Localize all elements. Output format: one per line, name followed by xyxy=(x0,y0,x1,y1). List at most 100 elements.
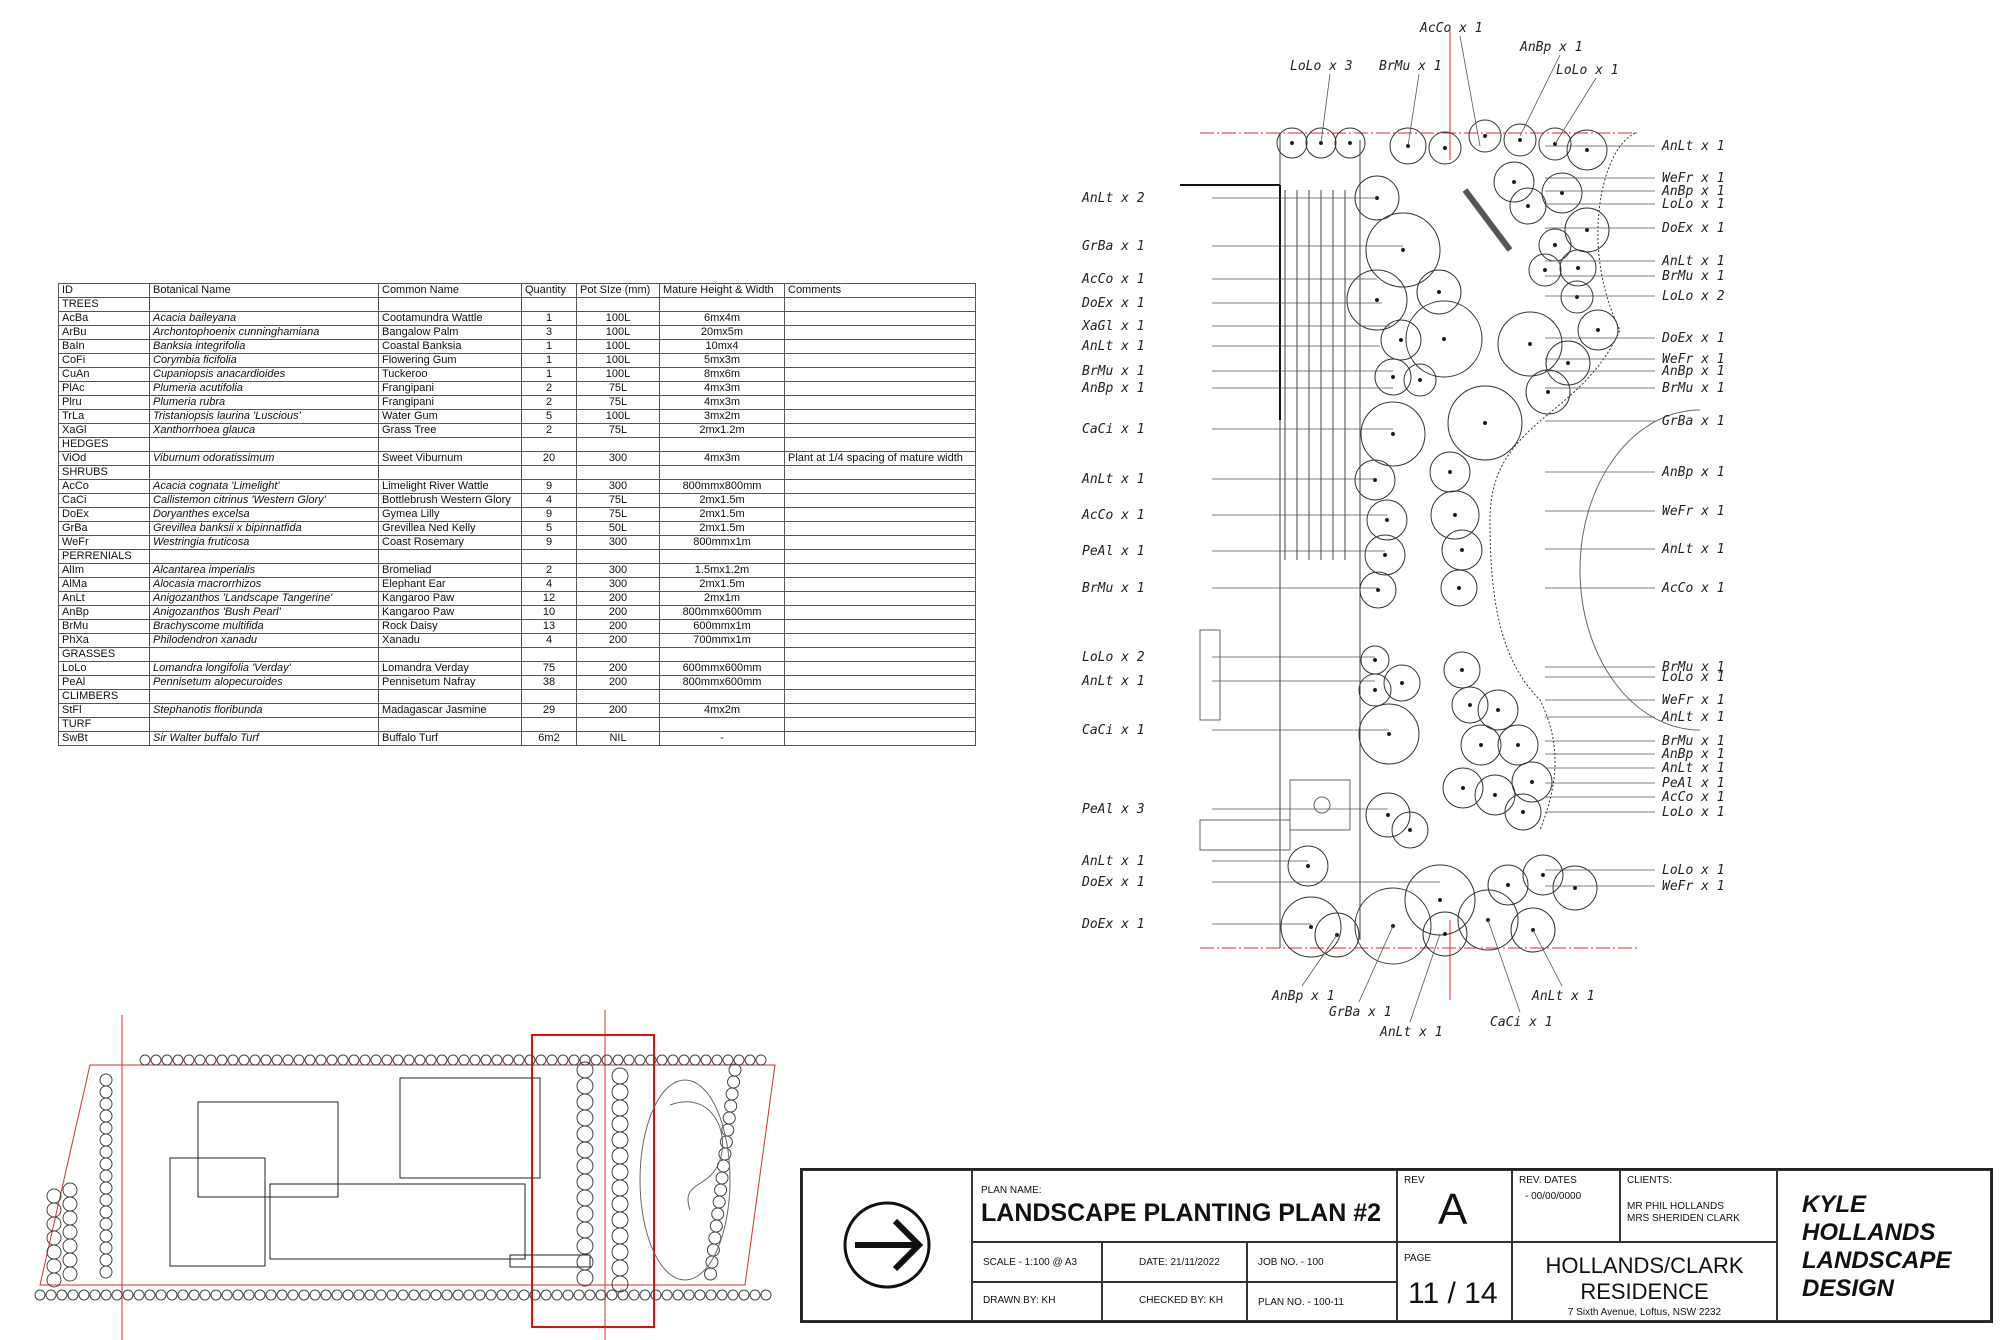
empty-cell xyxy=(521,549,577,564)
date-text: DATE: 21/11/2022 xyxy=(1139,1257,1220,1268)
col-comments: Comments xyxy=(784,283,976,298)
pot-size: 100L xyxy=(576,325,660,340)
plan-label: LoLo x 3 xyxy=(1290,59,1353,74)
mature-size: 800mmx1m xyxy=(659,535,785,550)
site-plant-circle xyxy=(100,1289,112,1301)
plan-label: LoLo x 2 xyxy=(1662,289,1725,304)
plant-circle xyxy=(1440,569,1478,607)
empty-cell xyxy=(784,647,976,662)
site-plant-circle xyxy=(99,1205,113,1219)
plant-centre-dot xyxy=(1384,517,1390,523)
plant-circle xyxy=(1509,187,1547,225)
comment xyxy=(784,605,976,620)
site-plant-circle xyxy=(210,1289,222,1301)
quantity: 2 xyxy=(521,423,577,438)
empty-cell xyxy=(378,647,522,662)
site-plant-circle xyxy=(155,1289,167,1301)
plant-id: PeAl xyxy=(58,675,150,690)
plant-circle xyxy=(1383,664,1421,702)
schedule-category-row: TREES xyxy=(58,297,976,312)
empty-cell xyxy=(378,437,522,452)
quantity: 1 xyxy=(521,339,577,354)
empty-cell xyxy=(576,297,660,312)
plant-circle xyxy=(1430,490,1480,540)
title-block: PLAN NAME: LANDSCAPE PLANTING PLAN #2 SC… xyxy=(800,1168,1993,1323)
site-plant-circle xyxy=(238,1054,250,1066)
north-arrow-icon xyxy=(843,1201,931,1289)
plant-centre-dot xyxy=(1374,297,1380,303)
pot-circle xyxy=(1313,796,1331,814)
site-plant-circle xyxy=(611,1259,629,1277)
site-plant-circle xyxy=(243,1289,255,1301)
site-plant-circle xyxy=(99,1217,113,1231)
site-plant-circle xyxy=(56,1289,68,1301)
site-plant-circle xyxy=(672,1289,684,1301)
plant-id: DoEx xyxy=(58,507,150,522)
botanical-name: Xanthorrhoea glauca xyxy=(149,423,379,438)
plant-circle xyxy=(1360,401,1426,467)
plant-circle xyxy=(1380,319,1422,361)
plant-id: AcBa xyxy=(58,311,150,326)
empty-cell xyxy=(659,647,785,662)
plant-centre-dot xyxy=(1492,792,1498,798)
site-plant-circle xyxy=(728,1063,742,1077)
empty-cell xyxy=(521,297,577,312)
north-arrow-cell xyxy=(802,1170,972,1321)
site-plant-circle xyxy=(282,1054,294,1066)
botanical-name: Pennisetum alopecuroides xyxy=(149,675,379,690)
site-plant-circle xyxy=(711,1207,725,1221)
site-plant-circle xyxy=(725,1087,739,1101)
rev-label: REV xyxy=(1404,1175,1425,1186)
site-plant-circle xyxy=(535,1054,547,1066)
site-plant-circle xyxy=(708,1231,722,1245)
site-plant-circle xyxy=(727,1075,741,1089)
botanical-name: Alocasia macrorrhizos xyxy=(149,577,379,592)
pot-size: 300 xyxy=(576,479,660,494)
pot-size: 100L xyxy=(576,311,660,326)
site-plant-circle xyxy=(601,1054,613,1066)
house-block-d xyxy=(399,1077,541,1179)
plant-id: AcCo xyxy=(58,479,150,494)
plant-centre-dot xyxy=(1517,137,1523,143)
mature-size: 600mmx1m xyxy=(659,619,785,634)
schedule-header-row: ID Botanical Name Common Name Quantity P… xyxy=(58,283,976,298)
category-label: GRASSES xyxy=(58,647,150,662)
house-block-a xyxy=(197,1101,339,1198)
site-plant-circle xyxy=(540,1289,552,1301)
plant-circle xyxy=(1497,724,1539,766)
site-plant-circle xyxy=(474,1289,486,1301)
comment: Plant at 1/4 spacing of mature width xyxy=(784,451,976,466)
site-plant-circle xyxy=(298,1289,310,1301)
plan-label: AcCo x 1 xyxy=(1661,581,1725,596)
residence-cell: HOLLANDS/CLARK RESIDENCE 7 Sixth Avenue,… xyxy=(1512,1242,1777,1321)
site-plant-circle xyxy=(419,1289,431,1301)
botanical-name: Plumeria rubra xyxy=(149,395,379,410)
plant-circle xyxy=(1497,311,1563,377)
plan-label: WeFr x 1 xyxy=(1662,879,1725,894)
plant-circle xyxy=(1460,724,1502,766)
plan-label: AnLt x 1 xyxy=(1379,1025,1443,1040)
site-plant-circle xyxy=(480,1054,492,1066)
rev-dates-cell: REV. DATES - 00/00/0000 xyxy=(1512,1170,1620,1242)
plant-circle xyxy=(1503,123,1537,157)
site-plant-circle xyxy=(661,1289,673,1301)
site-plant-circle xyxy=(573,1289,585,1301)
site-plant-circle xyxy=(46,1244,62,1260)
schedule-category-row: PERRENIALS xyxy=(58,549,976,564)
plant-id: ViOd xyxy=(58,451,150,466)
site-plant-circle xyxy=(744,1054,756,1066)
site-plant-circle xyxy=(645,1054,657,1066)
botanical-name: Callistemon citrinus 'Western Glory' xyxy=(149,493,379,508)
common-name: Frangipani xyxy=(378,395,522,410)
site-plant-circle xyxy=(576,1093,594,1111)
plant-centre-dot xyxy=(1407,827,1413,833)
quantity: 38 xyxy=(521,675,577,690)
site-plant-circle xyxy=(150,1054,162,1066)
plan-label: AnLt x 1 xyxy=(1661,761,1725,776)
plant-centre-dot xyxy=(1511,179,1517,185)
comment xyxy=(784,633,976,648)
empty-cell xyxy=(378,465,522,480)
plant-centre-dot xyxy=(1305,863,1311,869)
mature-size: 6mx4m xyxy=(659,311,785,326)
